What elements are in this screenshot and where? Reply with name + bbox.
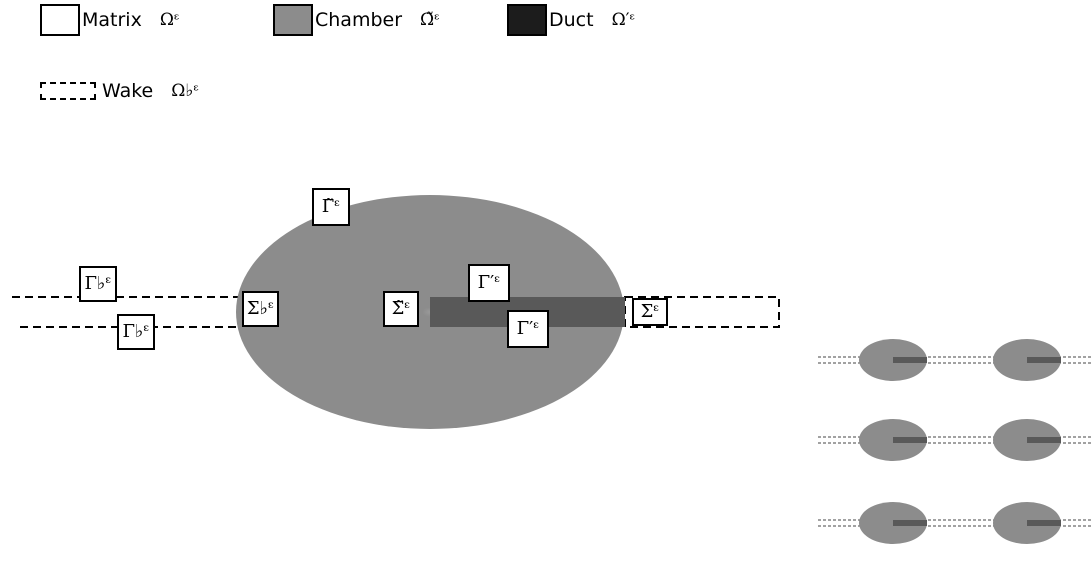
chamber-label: Chamber — [315, 9, 403, 31]
legend-chamber: Chamber Ω̃ᵋ — [273, 4, 440, 36]
label-sigma: Σᵋ — [632, 298, 668, 326]
label-sigma-flat: Σ♭ᵋ — [242, 291, 279, 327]
chamber-symbol: Ω̃ᵋ — [420, 10, 440, 30]
label-gamma-flat-bottom: Γ♭ᵋ — [117, 314, 155, 350]
cell-row-1 — [818, 339, 1091, 381]
cell-row-3 — [818, 502, 1091, 544]
label-gamma-tilde: Γ̃ᵋ — [312, 188, 350, 226]
legend-duct: Duct Ω′ᵋ — [507, 4, 635, 36]
legend-matrix: Matrix Ωᵋ — [40, 4, 180, 36]
cell-row-2 — [818, 419, 1091, 461]
label-gamma-flat-top: Γ♭ᵋ — [79, 266, 117, 302]
legend-wake: Wake Ω♭ᵋ — [40, 80, 199, 102]
duct-symbol: Ω′ᵋ — [611, 10, 636, 30]
periodic-array — [818, 339, 1091, 544]
label-gamma-prime-top: Γ′ᵋ — [468, 264, 510, 302]
matrix-symbol: Ωᵋ — [159, 10, 180, 30]
wake-symbol: Ω♭ᵋ — [171, 81, 200, 101]
matrix-swatch — [40, 4, 80, 36]
duct-swatch — [507, 4, 547, 36]
duct-label: Duct — [549, 9, 594, 31]
label-sigma-tilde: Σ̃ᵋ — [383, 291, 419, 327]
chamber-swatch — [273, 4, 313, 36]
label-gamma-prime-bottom: Γ′ᵋ — [507, 310, 549, 348]
wake-label: Wake — [102, 80, 154, 102]
matrix-label: Matrix — [82, 9, 142, 31]
wake-swatch — [40, 82, 96, 100]
